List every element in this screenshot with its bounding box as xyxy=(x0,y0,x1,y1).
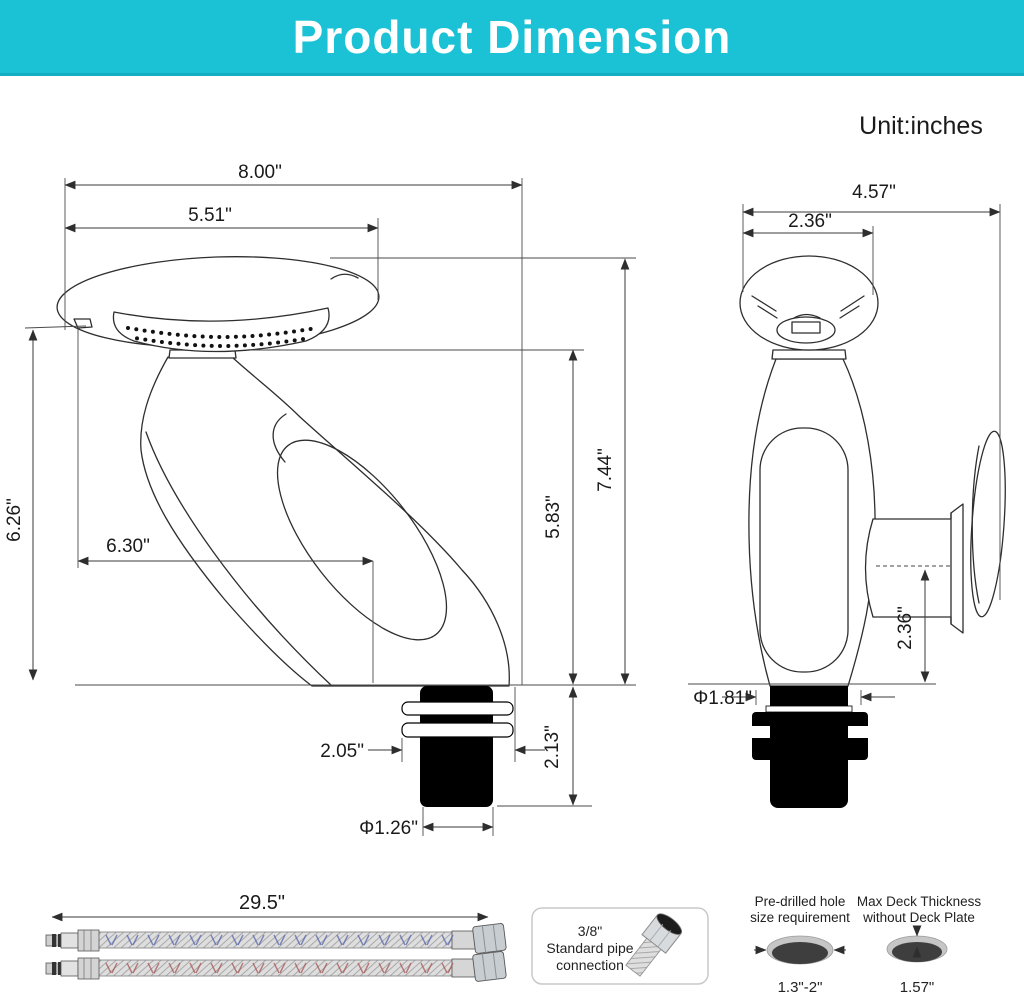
head-tab xyxy=(330,273,359,280)
pipe-connection-box: 3/8" Standard pipe connection xyxy=(531,907,709,985)
hole-title-line2: size requirement xyxy=(750,910,850,925)
front-view-dimensions: 8.00" 5.51" 6.26" 6.30" 7.44" 5.83" 2.13… xyxy=(4,162,636,839)
spout-body xyxy=(140,356,510,687)
pipe-size-label: 3/8" xyxy=(578,923,602,939)
dim-base-diameter: Φ1.81" xyxy=(693,688,752,709)
head-opening xyxy=(776,316,836,344)
deck-icon xyxy=(886,925,948,963)
dim-shank-diameter: Φ1.26" xyxy=(359,818,418,839)
pipe-label-line2: Standard pipe xyxy=(546,940,633,956)
lever-edge xyxy=(971,445,980,604)
faucet-side-view xyxy=(739,255,1006,808)
body-panel xyxy=(276,439,448,641)
deck-thickness-value: 1.57" xyxy=(900,979,935,993)
dim-head-depth: 2.36" xyxy=(788,211,832,232)
dim-total-width: 8.00" xyxy=(238,162,282,183)
head-slit-left xyxy=(751,295,778,319)
shank-ring-1 xyxy=(401,701,514,716)
opening-arc xyxy=(793,313,821,319)
dim-spout-width: 5.51" xyxy=(188,205,232,226)
page-title: Product Dimension xyxy=(292,10,732,63)
hole-title-line1: Pre-drilled hole xyxy=(755,894,846,909)
dim-body-height: 5.83" xyxy=(543,495,564,539)
side-collar xyxy=(771,349,847,360)
unit-label: Unit:inches xyxy=(859,112,983,140)
hole-icon xyxy=(754,935,846,965)
side-body xyxy=(748,358,876,687)
spray-dots xyxy=(126,325,313,348)
supply-hoses: 29.5" xyxy=(45,892,507,983)
shank-ring-2 xyxy=(401,722,514,738)
side-head xyxy=(739,255,879,351)
side-shank xyxy=(750,686,869,808)
dim-handle-height: 2.36" xyxy=(895,606,916,650)
deck-title-line2: without Deck Plate xyxy=(862,910,975,925)
hose-tick-marks xyxy=(105,934,454,974)
head-slit-right xyxy=(839,295,865,319)
handle-hub xyxy=(864,503,964,634)
deck-thickness: Max Deck Thickness without Deck Plate 1.… xyxy=(857,894,982,993)
side-view-dimensions: 4.57" 2.36" 2.36" Φ1.81" xyxy=(688,182,1001,709)
dim-hose-length: 29.5" xyxy=(239,892,285,914)
dim-shank-height: 2.13" xyxy=(542,725,563,769)
head-notch xyxy=(73,318,93,329)
opening-detail xyxy=(791,321,821,334)
dim-total-height: 7.44" xyxy=(595,448,616,492)
front-shank xyxy=(420,686,493,807)
side-body-panel xyxy=(759,427,849,673)
pipe-nut-icon xyxy=(625,913,683,977)
pipe-label-line3: connection xyxy=(556,957,624,973)
hole-size-value: 1.3"-2" xyxy=(778,979,823,993)
hole-requirement: Pre-drilled hole size requirement 1.3"-2… xyxy=(750,894,850,993)
dim-spout-reach: 6.30" xyxy=(106,536,150,557)
dim-height-left: 6.26" xyxy=(4,498,25,542)
dim-total-depth: 4.57" xyxy=(852,182,896,203)
title-bar: Product Dimension xyxy=(0,0,1024,76)
dim-thread-section: 2.05" xyxy=(320,741,364,762)
deck-title-line1: Max Deck Thickness xyxy=(857,894,982,909)
spray-face xyxy=(112,307,330,353)
faucet-front-view xyxy=(56,256,514,807)
body-crease-line xyxy=(145,431,333,687)
body-detail-arc xyxy=(272,413,287,463)
